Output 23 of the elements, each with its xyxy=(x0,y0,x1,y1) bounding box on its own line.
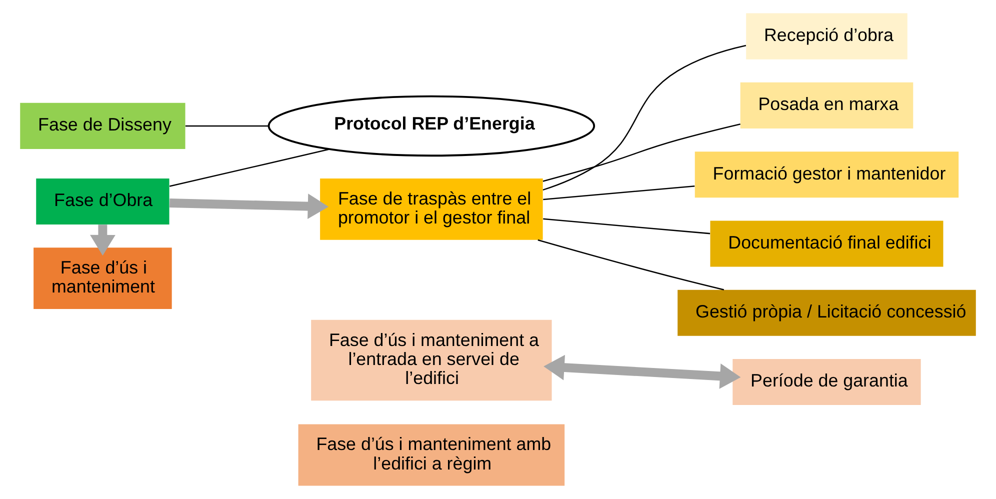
node-box: Formació gestor i mantenidor xyxy=(694,152,959,198)
connector xyxy=(185,125,268,127)
connector xyxy=(543,218,710,234)
node-box: Documentació final edifici xyxy=(710,220,944,267)
connector xyxy=(542,44,746,191)
node-box: Període de garantia xyxy=(732,358,921,406)
connector xyxy=(543,185,695,200)
connector xyxy=(169,148,330,187)
node-box: Fase d’Obra xyxy=(36,178,170,225)
node-box: Fase d’ús i manteniment xyxy=(34,248,172,310)
connector xyxy=(538,239,724,290)
node-box: Posada en marxa xyxy=(740,82,914,129)
connector xyxy=(542,123,740,182)
node-box: Fase de traspàs entre el promotor i el gestor final xyxy=(320,178,543,240)
node-box: Fase d’ús i manteniment a l’entrada en servei de l’edifici xyxy=(311,320,552,401)
node-box: Fase d’ús i manteniment amb l’edifici a règim xyxy=(298,424,565,486)
node-box: Fase de Disseny xyxy=(20,102,186,149)
node-box: Recepció d’obra xyxy=(746,13,908,60)
arrow xyxy=(90,224,116,256)
node-ellipse: Protocol REP d’Energia xyxy=(268,95,596,157)
node-box: Gestió pròpia / Licitació concessió xyxy=(678,290,976,336)
arrow xyxy=(544,354,741,389)
arrow xyxy=(169,194,329,219)
